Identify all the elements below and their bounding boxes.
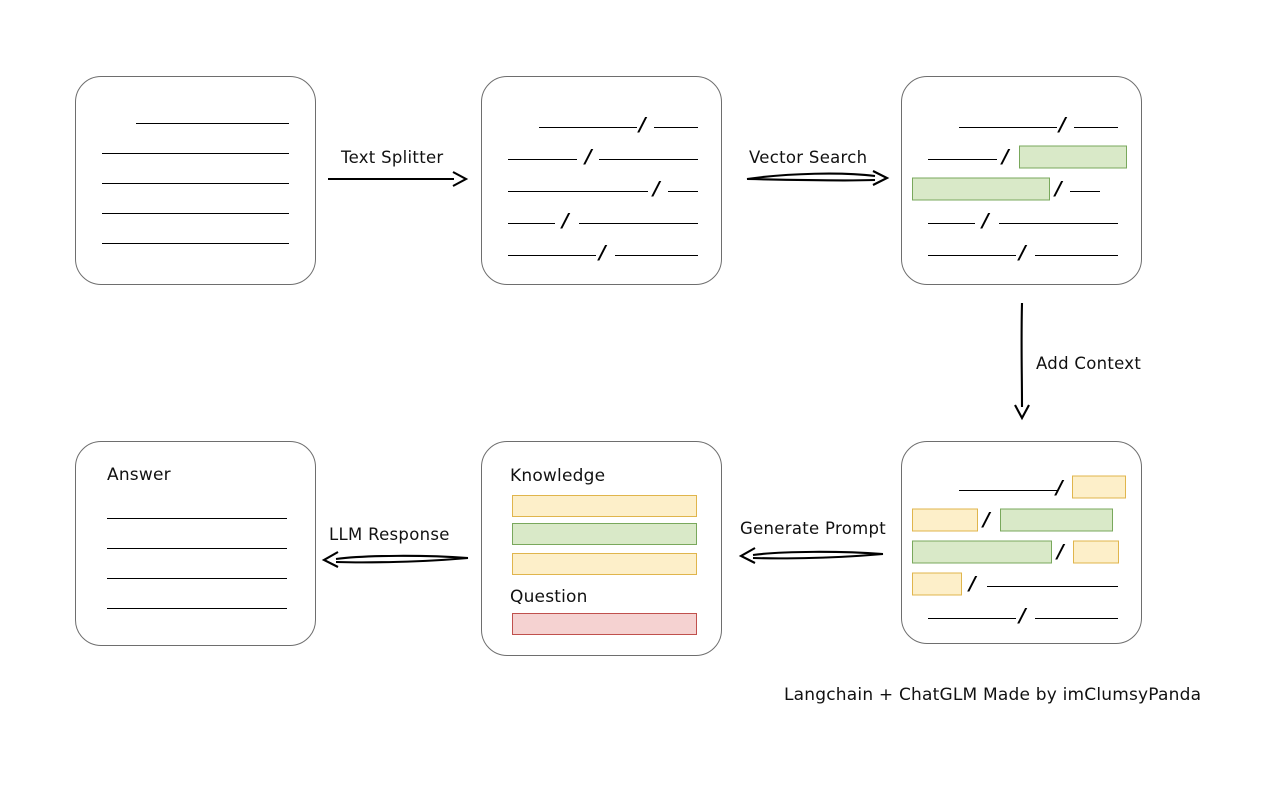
footer-credit: Langchain + ChatGLM Made by imClumsyPand… [784, 685, 1202, 705]
answer-heading: Answer [107, 465, 171, 485]
arrow-generate-prompt [738, 547, 884, 564]
chunk-line [615, 255, 698, 256]
prompt-knowledge-heading: Knowledge [510, 466, 606, 486]
chunk-line [1074, 127, 1118, 128]
chunk-separator-icon: / [599, 241, 606, 264]
arrow-label-vector-search: Vector Search [749, 148, 868, 167]
chunk-line [959, 490, 1057, 491]
chunk-separator-icon: / [562, 209, 569, 232]
prompt-knowledge-chip [512, 523, 697, 545]
doc-line [102, 213, 289, 214]
arrow-label-text-splitter: Text Splitter [341, 148, 444, 167]
chunk-separator-icon: / [1019, 241, 1026, 264]
card-split-chunks[interactable]: / / / / / [481, 76, 722, 285]
arrow-label-generate-prompt: Generate Prompt [740, 519, 886, 538]
chunk-line [928, 159, 997, 160]
chunk-highlight-yellow [912, 508, 978, 532]
chunk-highlight-yellow [1073, 540, 1119, 564]
chunk-separator-icon: / [983, 508, 990, 531]
chunk-line [668, 191, 698, 192]
chunk-line [928, 618, 1016, 619]
chunk-highlight-green [912, 177, 1050, 201]
arrow-text-splitter [328, 171, 469, 187]
arrow-llm-response [321, 551, 469, 568]
chunk-highlight-yellow [1072, 475, 1126, 499]
chunk-separator-icon: / [969, 572, 976, 595]
chunk-separator-icon: / [1019, 604, 1026, 627]
chunk-line [579, 223, 698, 224]
card-context-chunks[interactable]: / / / / / [901, 441, 1142, 644]
doc-line [102, 183, 289, 184]
chunk-separator-icon: / [1059, 113, 1066, 136]
chunk-line [1070, 191, 1100, 192]
doc-line [102, 243, 289, 244]
chunk-line [987, 586, 1118, 587]
prompt-question-heading: Question [510, 587, 588, 607]
chunk-highlight-green [1000, 508, 1113, 532]
chunk-highlight-green [912, 540, 1052, 564]
chunk-highlight-green [1019, 145, 1127, 169]
chunk-line [1035, 255, 1118, 256]
doc-line [136, 123, 289, 124]
chunk-line [508, 159, 577, 160]
arrow-add-context [1014, 302, 1030, 421]
chunk-separator-icon: / [982, 209, 989, 232]
prompt-question-chip [512, 613, 697, 635]
chunk-separator-icon: / [1002, 145, 1009, 168]
doc-line [102, 153, 289, 154]
card-matched-chunks[interactable]: / / / / / [901, 76, 1142, 285]
chunk-separator-icon: / [1055, 177, 1062, 200]
chunk-separator-icon: / [585, 145, 592, 168]
card-answer[interactable]: Answer [75, 441, 316, 646]
prompt-knowledge-chip [512, 495, 697, 517]
chunk-line [599, 159, 698, 160]
prompt-knowledge-chip [512, 553, 697, 575]
card-source-document[interactable] [75, 76, 316, 285]
chunk-line [508, 255, 596, 256]
arrow-label-add-context: Add Context [1036, 354, 1142, 373]
chunk-line [999, 223, 1118, 224]
chunk-line [1035, 618, 1118, 619]
chunk-line [508, 223, 555, 224]
arrow-vector-search [746, 170, 890, 186]
card-prompt[interactable]: Knowledge Question [481, 441, 722, 656]
answer-line [107, 518, 287, 519]
chunk-line [928, 223, 975, 224]
arrow-label-llm-response: LLM Response [329, 525, 450, 544]
chunk-line [654, 127, 698, 128]
chunk-separator-icon: / [1057, 540, 1064, 563]
chunk-separator-icon: / [653, 177, 660, 200]
chunk-separator-icon: / [639, 113, 646, 136]
chunk-highlight-yellow [912, 572, 962, 596]
chunk-line [539, 127, 637, 128]
answer-line [107, 578, 287, 579]
answer-line [107, 608, 287, 609]
chunk-separator-icon: / [1056, 476, 1063, 499]
answer-line [107, 548, 287, 549]
chunk-line [928, 255, 1016, 256]
chunk-line [508, 191, 648, 192]
chunk-line [959, 127, 1057, 128]
